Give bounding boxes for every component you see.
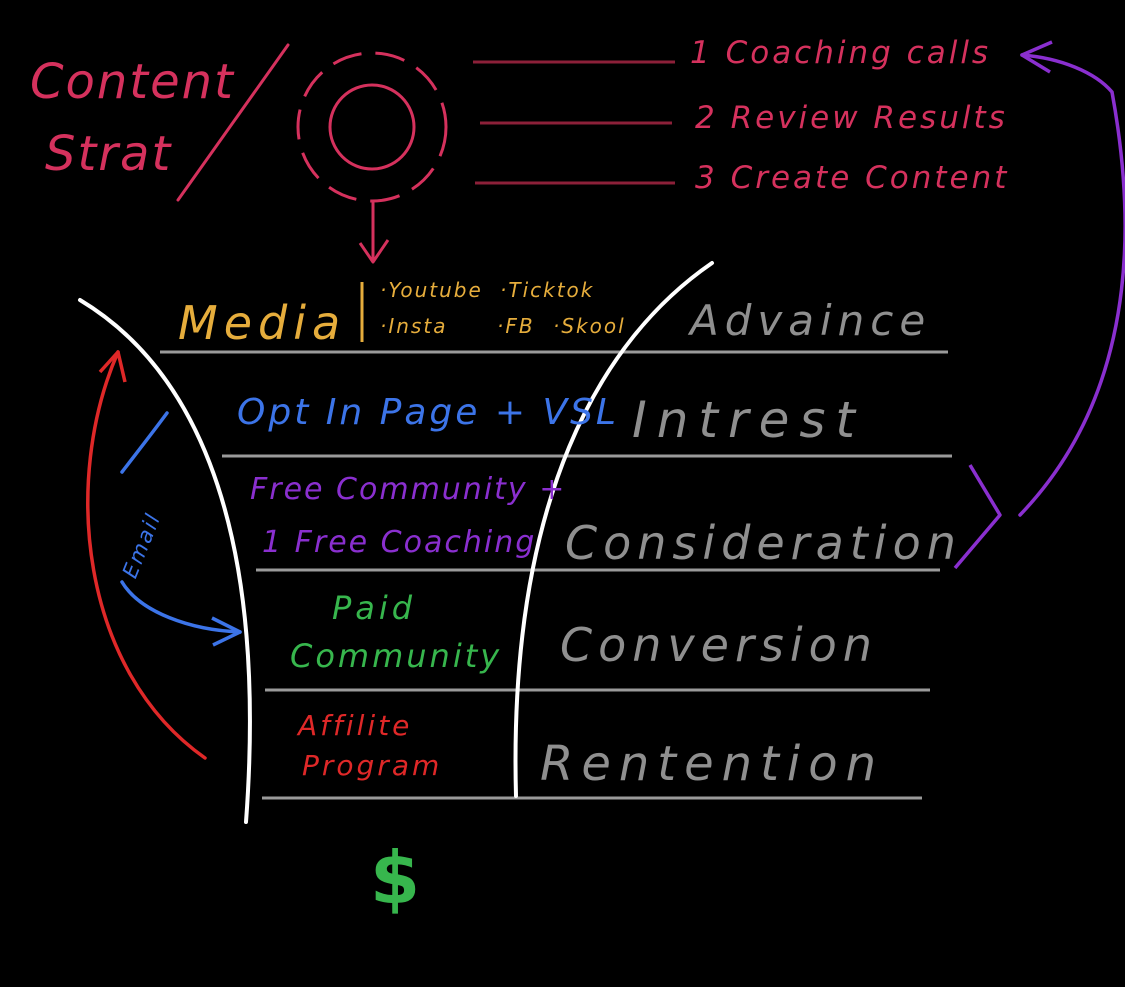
optin-page-label: Opt In Page + VSL — [237, 392, 619, 433]
free-community-label: Free Community + — [250, 472, 567, 507]
step-create-content: 3 Create Content — [695, 160, 1010, 196]
red-arrow-head — [98, 350, 127, 383]
platform-fb: ·FB — [497, 314, 535, 338]
affiliate-label: Affilite — [298, 709, 413, 742]
platform-youtube: ·Youtube — [380, 278, 483, 302]
blue-arrow-lower — [120, 580, 242, 634]
blue-arrow-head — [211, 616, 242, 647]
platform-insta: ·Insta — [380, 314, 448, 338]
step-coaching-calls: 1 Coaching calls — [690, 35, 992, 71]
dollar-sign-icon: $ — [370, 836, 421, 920]
platform-ticktok: ·Ticktok — [500, 278, 595, 302]
platform-skool: ·Skool — [553, 314, 626, 338]
funnel-left-curve — [78, 298, 252, 824]
stage-conversion: Conversion — [560, 618, 878, 672]
stage-intrest: Intrest — [632, 391, 866, 449]
title-slash — [176, 43, 290, 202]
down-arrow-head — [358, 239, 390, 264]
purple-loop-arrow-icon — [953, 40, 1125, 570]
paid-community-label: Community — [290, 637, 503, 675]
affiliate-program-label: Program — [302, 749, 443, 782]
gear-outer-dashed-circle — [296, 51, 448, 203]
down-arrow-icon — [358, 200, 390, 264]
red-up-arrow-icon — [86, 350, 207, 760]
purple-brace — [953, 464, 1002, 570]
red-arrow-path — [86, 350, 207, 760]
gear-inner-circle — [328, 83, 416, 171]
stage-advaince: Advaince — [690, 296, 932, 345]
title-line-1: Content — [30, 54, 235, 110]
free-coaching-label: 1 Free Coaching — [262, 525, 537, 560]
blue-email-arrow-icon — [120, 411, 242, 647]
blue-arrow-upper — [120, 411, 169, 474]
purple-loop-path — [1018, 53, 1125, 517]
stage-rentention: Rentention — [540, 736, 885, 792]
paid-label: Paid — [332, 589, 417, 627]
purple-arrow-head — [1020, 40, 1053, 74]
gear-icon — [296, 51, 448, 203]
media-label: Media — [178, 296, 347, 350]
funnel-right-curve — [513, 261, 714, 798]
title-line-2: Strat — [45, 126, 173, 182]
step-review-results: 2 Review Results — [695, 100, 1008, 136]
stage-consideration: Consideration — [565, 516, 962, 570]
